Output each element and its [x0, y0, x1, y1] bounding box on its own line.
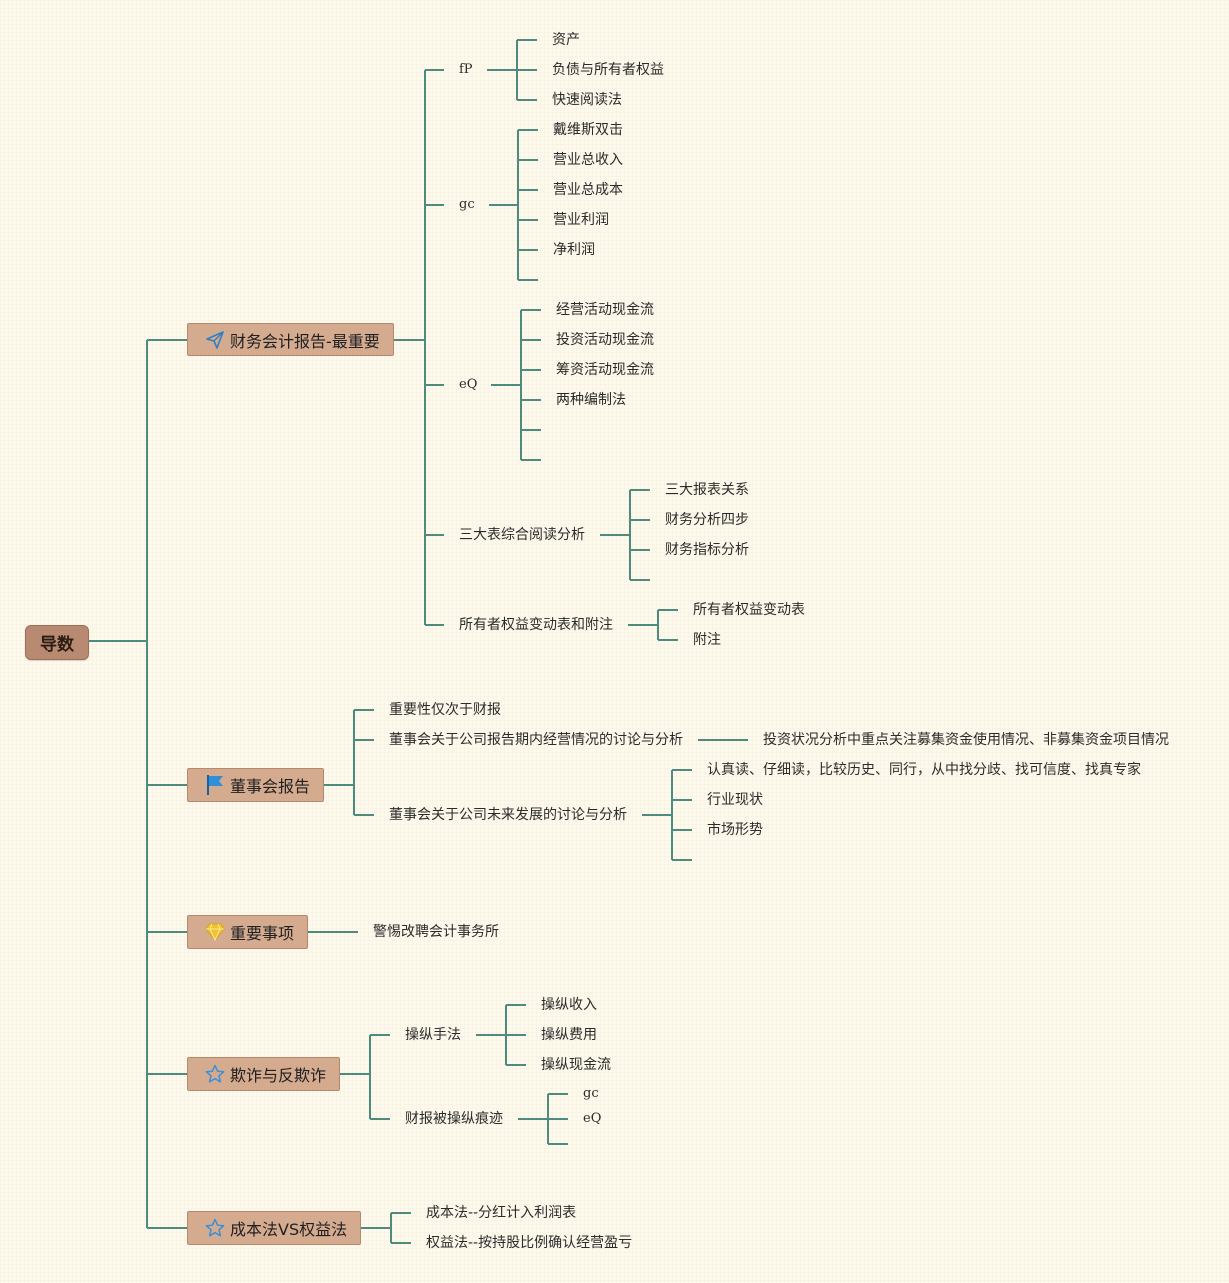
leaf-node[interactable]: 投资活动现金流	[556, 332, 654, 348]
topic-node[interactable]: 所有者权益变动表和附注	[459, 617, 613, 633]
leaf-node[interactable]: 所有者权益变动表	[693, 602, 805, 618]
branch-label: 成本法VS权益法	[230, 1220, 348, 1239]
leaf-node[interactable]: 财务指标分析	[665, 542, 749, 558]
leaf-node[interactable]: 认真读、仔细读，比较历史、同行，从中找分歧、找可信度、找真专家	[707, 762, 1141, 778]
paper-plane-icon	[204, 329, 226, 351]
leaf-node[interactable]: 戴维斯双击	[553, 122, 623, 138]
topic-node[interactable]: 权益法--按持股比例确认经营盈亏	[426, 1235, 633, 1251]
leaf-node[interactable]: 经营活动现金流	[556, 302, 654, 318]
branch-label: 董事会报告	[230, 777, 311, 796]
leaf-node[interactable]: 投资状况分析中重点关注募集资金使用情况、非募集资金项目情况	[763, 732, 1169, 748]
topic-node[interactable]: 成本法--分红计入利润表	[426, 1205, 577, 1221]
branch-node[interactable]: 重要事项	[187, 915, 308, 949]
star-icon	[204, 1217, 226, 1239]
leaf-node[interactable]: eQ	[583, 1111, 602, 1126]
topic-node[interactable]: 警惕改聘会计事务所	[373, 924, 499, 940]
branch-node[interactable]: 董事会报告	[187, 768, 324, 802]
root-label: 导数	[40, 635, 74, 655]
leaf-node[interactable]: 三大报表关系	[665, 482, 749, 498]
topic-node[interactable]: eQ	[459, 377, 478, 392]
topic-node[interactable]: 操纵手法	[405, 1027, 461, 1043]
diamond-icon	[204, 921, 226, 943]
leaf-node[interactable]: 操纵现金流	[541, 1057, 611, 1073]
branch-node[interactable]: 财务会计报告-最重要	[187, 323, 394, 356]
branch-label: 重要事项	[230, 924, 295, 943]
leaf-node[interactable]: 筹资活动现金流	[556, 362, 654, 378]
topic-node[interactable]: gc	[459, 197, 475, 212]
leaf-node[interactable]: gc	[583, 1086, 599, 1101]
topic-node[interactable]: 三大表综合阅读分析	[459, 527, 585, 543]
leaf-node[interactable]: 营业利润	[553, 212, 609, 228]
star-icon	[204, 1063, 226, 1085]
leaf-node[interactable]: 行业现状	[707, 792, 763, 808]
leaf-node[interactable]: 负债与所有者权益	[552, 62, 664, 78]
branch-label: 欺诈与反欺诈	[230, 1066, 327, 1085]
branch-label: 财务会计报告-最重要	[230, 331, 380, 351]
topic-node[interactable]: 董事会关于公司报告期内经营情况的讨论与分析	[389, 732, 683, 748]
topic-node[interactable]: fP	[459, 62, 473, 77]
leaf-node[interactable]: 操纵费用	[541, 1027, 597, 1043]
leaf-node[interactable]: 营业总成本	[553, 182, 623, 198]
branch-node[interactable]: 成本法VS权益法	[187, 1211, 361, 1245]
root-node[interactable]: 导数	[25, 625, 89, 660]
leaf-node[interactable]: 市场形势	[707, 822, 763, 838]
topic-node[interactable]: 财报被操纵痕迹	[405, 1111, 503, 1127]
leaf-node[interactable]: 快速阅读法	[552, 92, 622, 108]
leaf-node[interactable]: 财务分析四步	[665, 512, 749, 528]
leaf-node[interactable]: 操纵收入	[541, 997, 597, 1013]
leaf-node[interactable]: 附注	[693, 632, 721, 648]
topic-node[interactable]: 董事会关于公司未来发展的讨论与分析	[389, 807, 627, 823]
branch-node[interactable]: 欺诈与反欺诈	[187, 1057, 340, 1091]
flag-icon	[204, 774, 226, 796]
topic-node[interactable]: 重要性仅次于财报	[389, 702, 501, 718]
leaf-node[interactable]: 资产	[552, 32, 580, 48]
leaf-node[interactable]: 净利润	[553, 242, 595, 258]
leaf-node[interactable]: 营业总收入	[553, 152, 623, 168]
leaf-node[interactable]: 两种编制法	[556, 392, 626, 408]
